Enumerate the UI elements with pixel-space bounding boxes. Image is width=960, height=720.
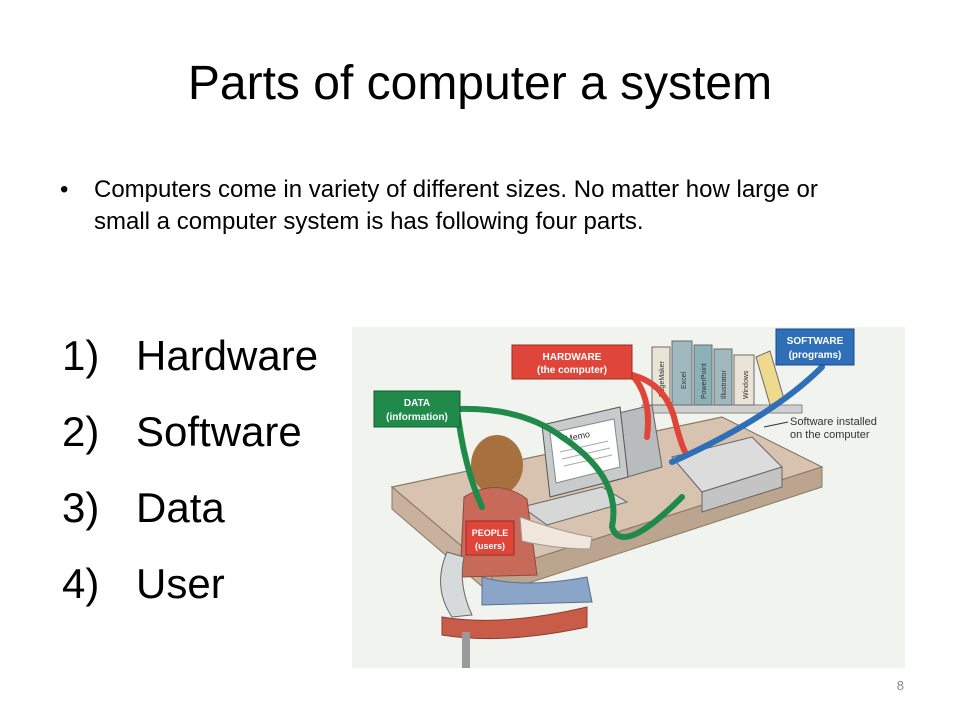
slide-title: Parts of computer a system: [187, 57, 773, 110]
list-number: 3): [62, 484, 100, 531]
people-label: PEOPLE (users): [465, 520, 515, 556]
list-label: User: [136, 560, 225, 607]
keyboard-icon: [520, 486, 629, 526]
book-title: PowerPoint: [701, 363, 708, 399]
svg-text:PEOPLE: PEOPLE: [472, 528, 509, 538]
book-title: Excel: [681, 371, 688, 389]
svg-text:DATA: DATA: [404, 398, 430, 409]
svg-text:(users): (users): [475, 541, 505, 551]
hardware-arrow: [629, 372, 690, 458]
svg-text:(the computer): (the computer): [537, 365, 607, 376]
svg-text:SOFTWARE: SOFTWARE: [787, 336, 844, 347]
svg-text:(programs): (programs): [789, 350, 842, 361]
list-item: 4) User: [62, 546, 318, 622]
svg-text:HARDWARE: HARDWARE: [543, 352, 602, 363]
parts-list: 1) Hardware 2) Software 3) Data 4) User: [62, 318, 318, 622]
software-installed-note: Software installed on the computer: [763, 416, 877, 441]
software-arrow: [669, 364, 825, 465]
data-label: DATA (information): [373, 390, 461, 428]
list-label: Software: [136, 408, 302, 455]
list-label: Hardware: [136, 332, 319, 379]
hardware-label: HARDWARE (the computer): [511, 344, 633, 380]
list-number: 2): [62, 408, 100, 455]
chair-icon: [440, 551, 588, 668]
book-title: Illustrator: [721, 370, 728, 399]
svg-text:(information): (information): [386, 412, 448, 423]
list-item: 1) Hardware: [62, 318, 318, 394]
bullet-text: Computers come in variety of different s…: [94, 176, 818, 235]
svg-text:Software installed: Software installed: [790, 416, 877, 428]
list-number: 4): [62, 560, 100, 607]
book-title: Windows: [743, 370, 750, 399]
book-title: PageMaker: [659, 361, 666, 397]
software-label: SOFTWARE (programs): [775, 328, 855, 366]
books-icon: PageMaker Excel PowerPoint Illustrator W…: [651, 340, 785, 406]
data-arrow: [454, 405, 565, 440]
list-item: 2) Software: [62, 394, 318, 470]
list-label: Data: [136, 484, 225, 531]
bullet-point: • Computers come in variety of different…: [60, 174, 880, 238]
computer-system-illustration: PageMaker Excel PowerPoint Illustrator W…: [352, 327, 905, 668]
list-item: 3) Data: [62, 470, 318, 546]
list-number: 1): [62, 332, 100, 379]
svg-text:on the computer: on the computer: [790, 429, 870, 441]
page-number: 8: [896, 678, 904, 693]
bullet-icon: •: [60, 176, 69, 203]
